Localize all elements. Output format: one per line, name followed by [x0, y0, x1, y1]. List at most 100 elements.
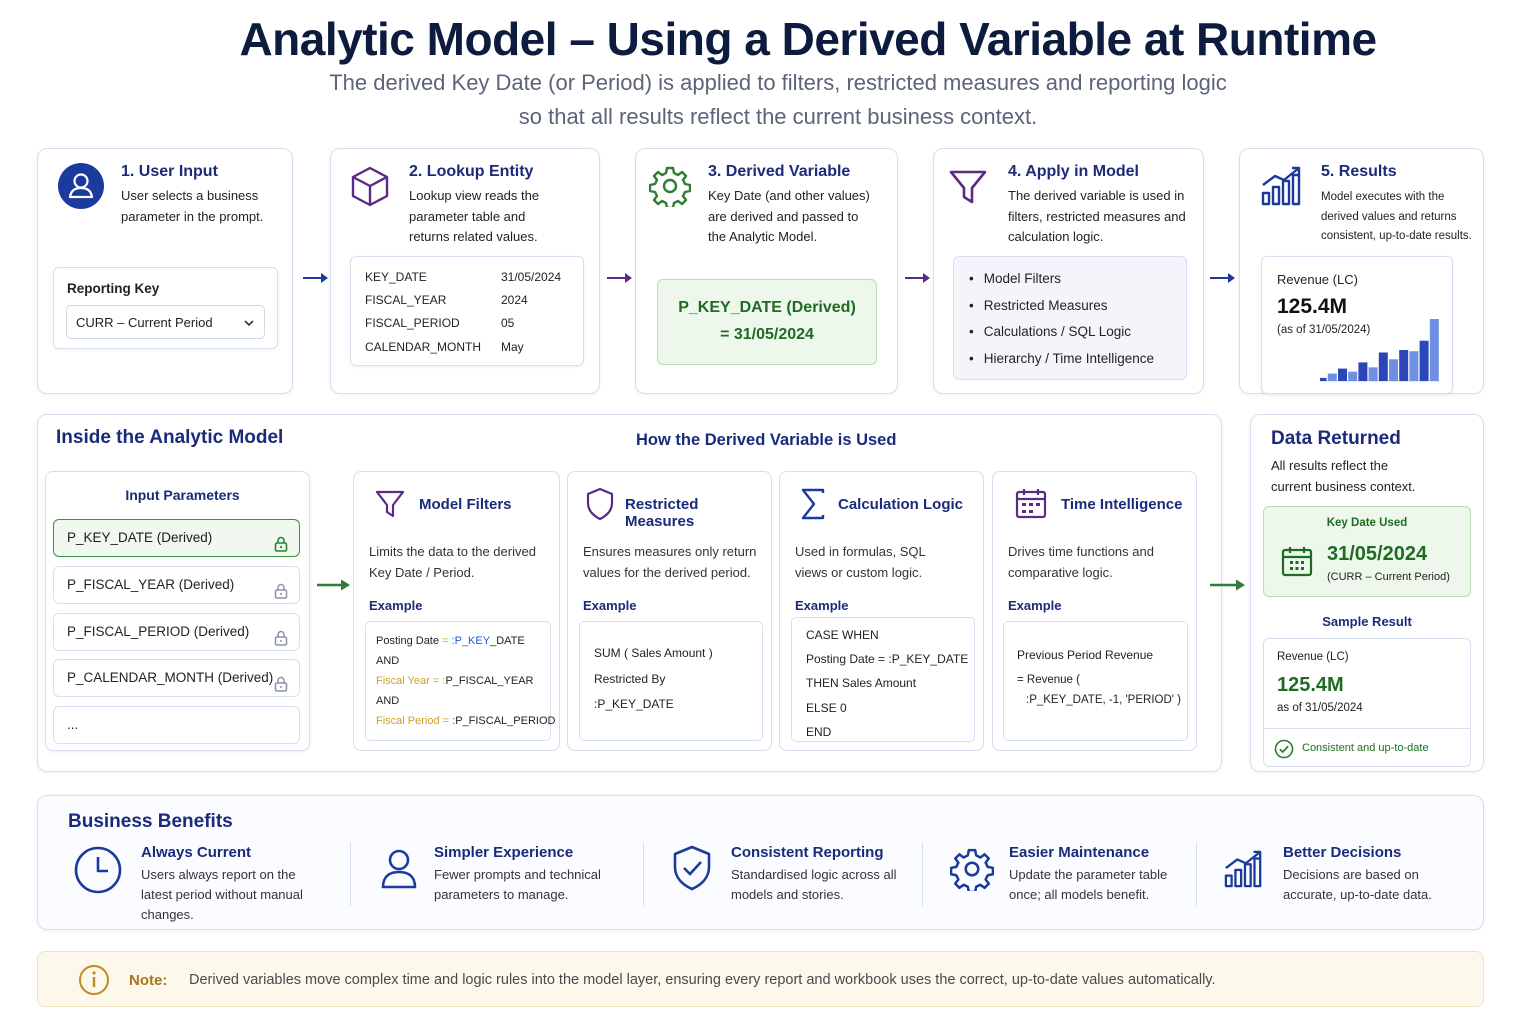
chart-bar — [1348, 371, 1358, 381]
param-more[interactable]: ... — [53, 706, 300, 744]
list-item: Hierarchy / Time Intelligence — [969, 349, 1154, 376]
calendar-icon — [1281, 545, 1313, 577]
chevron-down-icon — [243, 316, 255, 328]
step-title: 5. Results — [1321, 163, 1397, 180]
example-label: Example — [583, 598, 637, 613]
code-example-box: SUM ( Sales Amount ) Restricted By :P_KE… — [579, 621, 763, 741]
apply-list-box: Model Filters Restricted Measures Calcul… — [953, 256, 1187, 380]
code-line: AND — [376, 695, 400, 707]
step-text: Key Date (and other values)are derived a… — [708, 188, 870, 244]
use-title: Calculation Logic — [838, 496, 964, 513]
input-parameters-title: Input Parameters — [125, 487, 240, 503]
mini-bar-chart — [1320, 319, 1440, 382]
divider — [1196, 842, 1197, 906]
code-line: Fiscal Period = :P_FISCAL_PERIOD — [376, 715, 556, 727]
chart-bar — [1327, 373, 1337, 381]
code-line: ELSE 0 — [806, 701, 847, 715]
benefit-title: Easier Maintenance — [1009, 844, 1150, 861]
param-fiscal-period[interactable]: P_FISCAL_PERIOD (Derived) — [53, 613, 300, 651]
example-label: Example — [795, 598, 849, 613]
param-key-date[interactable]: P_KEY_DATE (Derived) — [53, 519, 300, 557]
param-fiscal-year[interactable]: P_FISCAL_YEAR (Derived) — [53, 566, 300, 604]
code-line: = Revenue ( — [1017, 674, 1080, 686]
flow-arrow — [1210, 272, 1236, 284]
lock-icon — [273, 577, 289, 599]
code-example-box: Previous Period Revenue = Revenue ( :P_K… — [1003, 621, 1188, 741]
use-title: Model Filters — [419, 496, 512, 513]
code-line: Fiscal Year = :P_FISCAL_YEAR — [376, 675, 534, 687]
cube-icon — [349, 165, 391, 207]
status-text: Consistent and up-to-date — [1302, 742, 1429, 754]
chart-bar — [1409, 351, 1419, 381]
sigma-icon — [800, 487, 826, 521]
benefit-title: Simpler Experience — [434, 844, 574, 861]
step-title: 1. User Input — [121, 163, 218, 180]
benefit-title: Consistent Reporting — [731, 844, 884, 861]
apply-list: Model Filters Restricted Measures Calcul… — [969, 269, 1154, 375]
sample-revenue-label: Revenue (LC) — [1277, 651, 1349, 663]
derived-value-box: P_KEY_DATE (Derived) = 31/05/2024 — [657, 279, 877, 365]
reporting-key-select[interactable]: CURR – Current Period — [66, 305, 265, 339]
step-title: 4. Apply in Model — [1008, 163, 1139, 180]
sample-result-title: Sample Result — [1322, 614, 1412, 629]
code-line: Restricted By — [594, 672, 666, 686]
use-card-model-filters: Model Filters Limits the data to the der… — [353, 471, 560, 751]
benefit-title: Better Decisions — [1283, 844, 1402, 861]
flow-arrow — [303, 272, 329, 284]
lock-icon — [273, 624, 289, 646]
chart-bar — [1378, 352, 1388, 381]
page-subtitle-line1: The derived Key Date (or Period) is appl… — [329, 70, 1227, 95]
check-circle-icon — [1274, 739, 1294, 759]
shield-icon — [586, 487, 614, 521]
use-title: Restricted Measures — [625, 496, 699, 530]
chart-bar — [1368, 367, 1378, 381]
inside-model-title: Inside the Analytic Model — [56, 427, 284, 448]
sample-revenue-value: 125.4M — [1277, 674, 1344, 696]
param-calendar-month[interactable]: P_CALENDAR_MONTH (Derived) — [53, 659, 300, 697]
clock-icon — [73, 845, 123, 895]
benefit-title: Always Current — [141, 844, 252, 861]
chart-bar — [1399, 350, 1409, 381]
code-line: AND — [376, 655, 400, 667]
example-label: Example — [369, 598, 423, 613]
gear-icon — [648, 165, 692, 210]
data-returned-title: Data Returned — [1271, 428, 1401, 449]
revenue-asof: (as of 31/05/2024) — [1277, 324, 1371, 336]
key-date-box: Key Date Used 31/05/2024 (CURR – Current… — [1263, 506, 1471, 597]
how-used-title: How the Derived Variable is Used — [636, 431, 897, 449]
use-card-time-intelligence: Time Intelligence Drives time functions … — [992, 471, 1197, 751]
use-card-restricted-measures: Restricted Measures Ensures measures onl… — [567, 471, 772, 751]
divider — [350, 842, 351, 906]
sample-revenue-asof: as of 31/05/2024 — [1277, 702, 1363, 714]
gear-icon — [949, 847, 995, 894]
code-example-box: CASE WHEN Posting Date = :P_KEY_DATE THE… — [791, 617, 975, 742]
revenue-label: Revenue (LC) — [1277, 272, 1358, 287]
filter-icon — [948, 167, 988, 207]
sample-result-box: Revenue (LC) 125.4M as of 31/05/2024 Con… — [1263, 638, 1471, 767]
note-text: Derived variables move complex time and … — [189, 972, 1216, 988]
example-label: Example — [1008, 598, 1062, 613]
flow-arrow — [607, 272, 633, 284]
list-item: Calculations / SQL Logic — [969, 322, 1154, 349]
page-subtitle-line2: so that all results reflect the current … — [518, 104, 1038, 129]
user-icon — [380, 848, 418, 890]
flow-arrow — [1210, 579, 1246, 591]
use-title: Time Intelligence — [1061, 496, 1183, 513]
flow-arrow — [905, 272, 931, 284]
reporting-key-label: Reporting Key — [67, 281, 160, 296]
step-title: 3. Derived Variable — [708, 163, 851, 180]
reporting-key-box: Reporting Key CURR – Current Period — [53, 267, 278, 349]
